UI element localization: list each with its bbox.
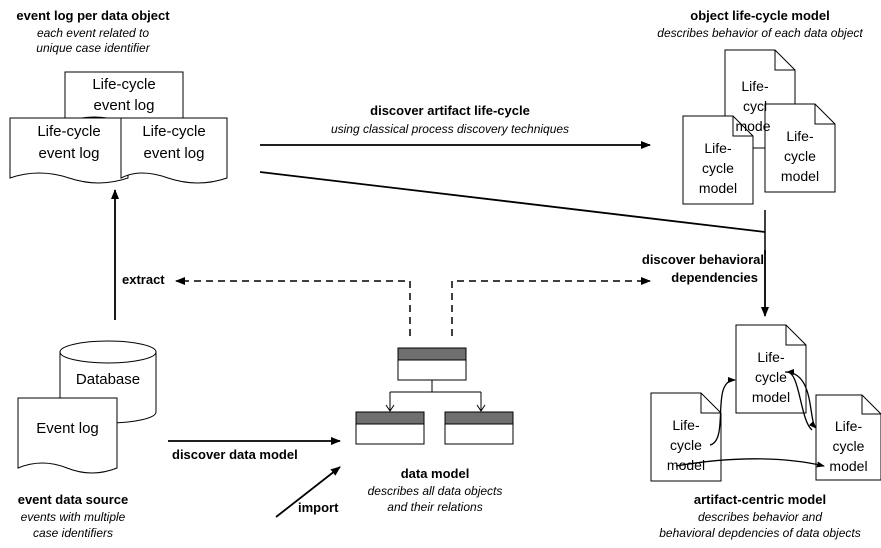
data-model-title: data model bbox=[400, 466, 470, 481]
behavior-line bbox=[259, 171, 766, 233]
dependency-curve-3 bbox=[786, 369, 813, 431]
data-model-relation bbox=[389, 380, 482, 411]
olc-back-label-1: Life- bbox=[741, 78, 769, 94]
dependency-curve-4 bbox=[675, 458, 825, 468]
discover-data-model-label: discover data model bbox=[172, 447, 298, 462]
extract-label: extract bbox=[122, 272, 165, 287]
import-label: import bbox=[298, 500, 339, 515]
acm-left-label-3: model bbox=[666, 457, 706, 473]
acm-top-label-2: cycle bbox=[755, 369, 787, 385]
discover-lifecycle-title: discover artifact life-cycle bbox=[370, 103, 530, 118]
acm-subtitle-2: behavioral depdencies of data objects bbox=[659, 526, 861, 540]
acm-doc-left bbox=[650, 392, 722, 482]
acm-title: artifact-centric model bbox=[693, 492, 827, 507]
event-log-right-label-2: event log bbox=[143, 145, 205, 162]
olc-left-label-1: Life- bbox=[704, 140, 732, 156]
event-log-doc bbox=[17, 397, 118, 474]
data-model-child-left-header bbox=[355, 411, 425, 425]
olc-right-label-2: cycle bbox=[784, 148, 816, 164]
acm-left-label-1: Life- bbox=[672, 417, 700, 433]
event-data-source-subtitle-1: events with multiple bbox=[20, 510, 126, 524]
event-log-group-subtitle-1: each event related to bbox=[36, 26, 150, 40]
event-log-group-subtitle-2: unique case identifier bbox=[36, 41, 150, 55]
acm-subtitle-1: describes behavior and bbox=[697, 510, 823, 524]
acm-doc-right bbox=[815, 394, 881, 481]
acm-right-label-1: Life- bbox=[834, 418, 863, 434]
event-log-group-title: event log per data object bbox=[16, 8, 170, 23]
acm-top-label-3: model bbox=[751, 389, 791, 405]
acm-right-label-2: cycle bbox=[832, 438, 865, 454]
discover-behavior-label-2: dependencies bbox=[671, 270, 758, 285]
extract-dashed-arrow bbox=[175, 277, 411, 336]
discover-lifecycle-subtitle: using classical process discovery techni… bbox=[330, 122, 570, 136]
olc-right-label-3: model bbox=[780, 168, 820, 184]
database-label: Database bbox=[75, 371, 141, 388]
event-log-back-label-1: Life-cycle bbox=[92, 76, 156, 93]
data-model-subtitle-2: and their relations bbox=[387, 500, 483, 514]
olc-back-label-2: cycl bbox=[742, 98, 768, 114]
olc-right-label-1: Life- bbox=[786, 128, 814, 144]
acm-right-label-3: model bbox=[829, 458, 868, 474]
acm-left-label-2: cycle bbox=[670, 437, 702, 453]
event-log-doc-left bbox=[9, 117, 129, 184]
event-log-left-label-2: event log bbox=[38, 145, 100, 162]
event-data-source-title: event data source bbox=[17, 492, 129, 507]
olc-left-label-3: model bbox=[698, 180, 738, 196]
event-log-back-label-2: event log bbox=[93, 97, 155, 114]
event-log-left-label-1: Life-cycle bbox=[37, 123, 101, 140]
event-log-label: Event log bbox=[36, 420, 99, 437]
data-model-child-right-header bbox=[444, 411, 514, 425]
olc-back-label-3: mode bbox=[735, 118, 771, 134]
olc-subtitle: describes behavior of each data object bbox=[657, 26, 863, 40]
olc-doc-front-right bbox=[764, 103, 836, 193]
discover-behavior-label-1: discover behavioral bbox=[641, 252, 764, 267]
event-log-right-label-1: Life-cycle bbox=[142, 123, 206, 140]
olc-doc-front-left bbox=[682, 115, 754, 205]
data-model-parent-header bbox=[397, 347, 467, 361]
event-log-doc-right bbox=[120, 117, 228, 184]
import-arrow bbox=[275, 466, 341, 518]
olc-title: object life-cycle model bbox=[690, 8, 830, 23]
olc-left-label-2: cycle bbox=[702, 160, 734, 176]
event-data-source-subtitle-2: case identifiers bbox=[32, 526, 114, 540]
dependency-dashed-arrow bbox=[451, 277, 651, 336]
acm-doc-top bbox=[735, 324, 807, 414]
dependency-curve-1 bbox=[709, 377, 736, 446]
data-model-subtitle-1: describes all data objects bbox=[367, 484, 503, 498]
acm-top-label-1: Life- bbox=[757, 349, 785, 365]
